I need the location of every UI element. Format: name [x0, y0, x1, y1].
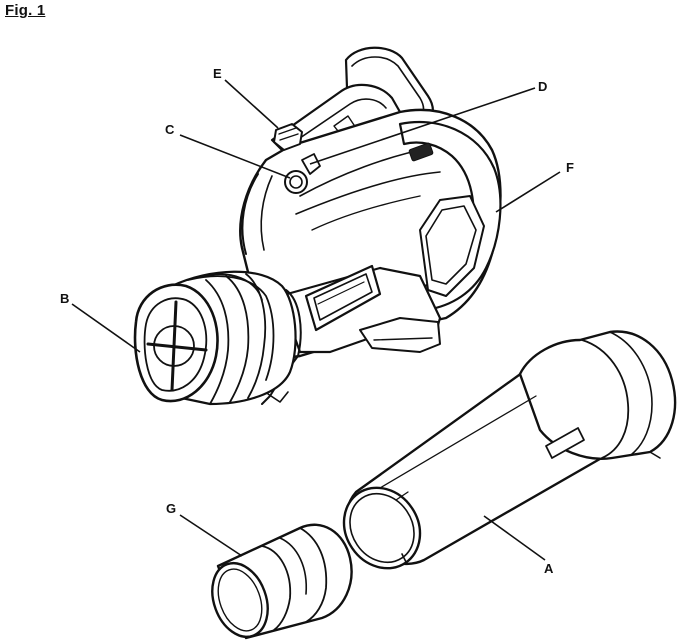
label-f: F [566, 160, 574, 175]
label-b: B [60, 291, 69, 306]
label-g: G [166, 501, 176, 516]
nozzle-attachment [211, 523, 353, 640]
air-intake-nozzle [133, 270, 297, 406]
leader-lines [71, 79, 561, 561]
blower-tube [342, 330, 677, 570]
label-a: A [544, 561, 554, 576]
blower-body [239, 46, 502, 405]
leader-a [483, 515, 546, 561]
leader-g [179, 514, 243, 557]
leader-b [71, 303, 141, 353]
leader-d [309, 87, 536, 165]
leader-f [495, 171, 561, 213]
figure-title: Fig. 1 [5, 2, 46, 19]
label-d: D [538, 79, 547, 94]
part-labels: E C D F B G A [60, 66, 574, 576]
label-e: E [213, 66, 222, 81]
leader-c [179, 134, 291, 179]
leader-e [224, 79, 279, 129]
label-c: C [165, 122, 175, 137]
